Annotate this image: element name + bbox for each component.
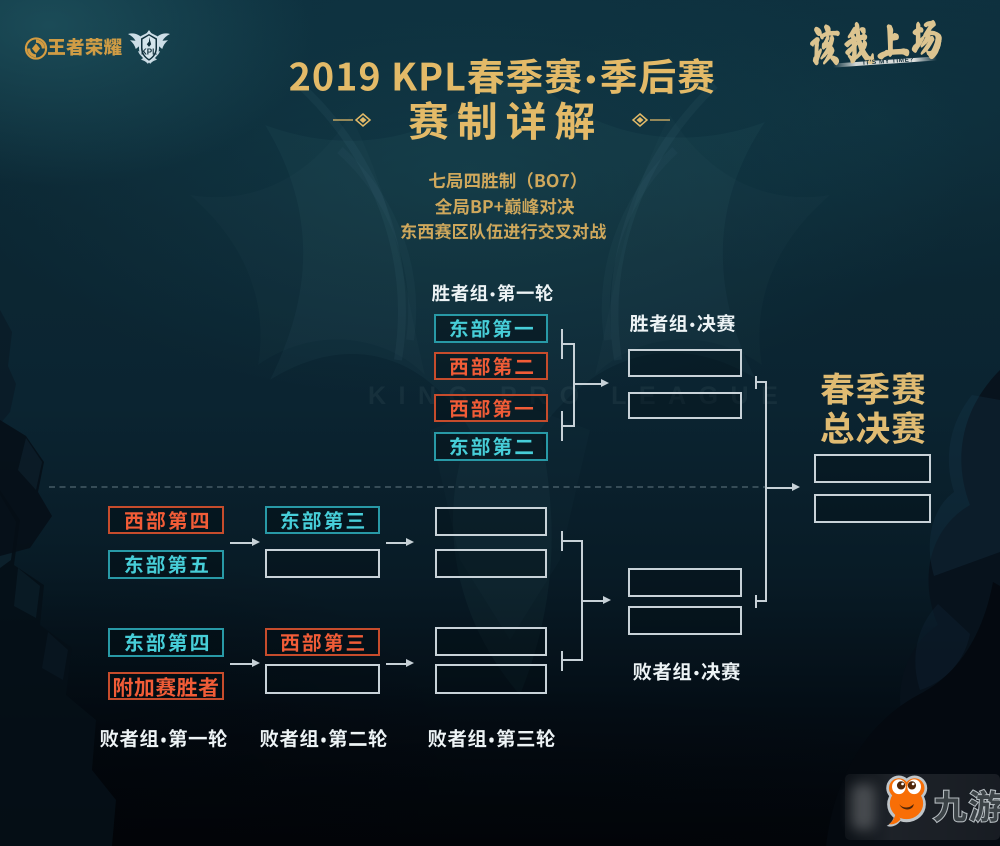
svg-text:KPL: KPL — [141, 48, 157, 57]
